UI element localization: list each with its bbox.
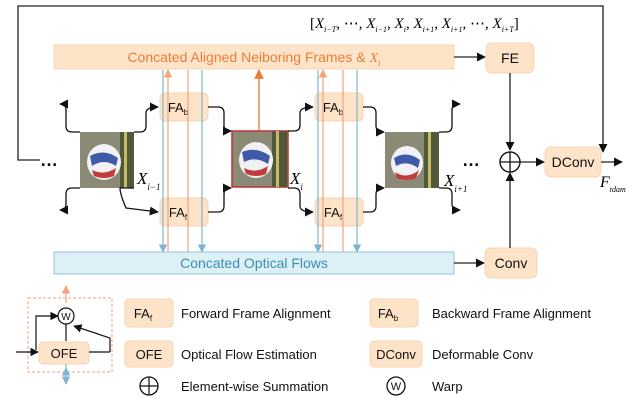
optical-flows-label: Concated Optical Flows (180, 255, 328, 271)
summation-node (499, 151, 521, 173)
frame-label-left: Xi−1 (136, 169, 160, 192)
fa-f-box-right: FAf (314, 197, 364, 227)
legend-summation: Element-wise Summation (139, 376, 328, 396)
svg-text:FAb: FAb (168, 100, 189, 117)
frame-left-image (80, 132, 134, 188)
svg-text:FAf: FAf (134, 306, 153, 323)
top-sequence: [Xi−T, ⋯, Xi−1, Xi, Xi+1, Xi+1, ⋯, Xi+T] (310, 16, 519, 34)
svg-text:DConv: DConv (376, 347, 416, 362)
output-label: Ftdam (599, 174, 626, 194)
legend-fa-b: FAb Backward Frame Alignment (369, 298, 591, 328)
svg-text:FAb: FAb (378, 306, 399, 323)
frame-right-image (385, 132, 439, 188)
conv-box (484, 247, 538, 279)
svg-text:FAf: FAf (169, 205, 188, 222)
top-loop-line (17, 5, 608, 161)
ellipsis-left: … (40, 150, 58, 170)
ellipsis-right: … (462, 150, 480, 170)
frame-center-image (231, 130, 289, 188)
legend-warp: W Warp (386, 376, 463, 396)
legend-ofe: OFE Optical Flow Estimation (124, 340, 317, 368)
svg-text:W: W (61, 312, 71, 323)
fa-f-box-left: FAf (159, 197, 209, 227)
frame-label-right: Xi+1 (443, 171, 467, 194)
svg-text:Backward Frame Alignment: Backward Frame Alignment (432, 306, 591, 321)
dconv-label: DConv (552, 154, 595, 170)
svg-text:OFE: OFE (136, 347, 163, 362)
fa-b-box-left: FAb (159, 92, 209, 122)
svg-text:Warp: Warp (432, 379, 463, 394)
legend-fa-f: FAf Forward Frame Alignment (124, 298, 331, 328)
svg-text:Deformable Conv: Deformable Conv (432, 347, 534, 362)
svg-text:FAf: FAf (324, 205, 343, 222)
fe-label: FE (501, 50, 519, 66)
legend-ofe-diagram: W OFE (16, 285, 113, 385)
svg-text:W: W (391, 381, 402, 393)
svg-text:Element-wise Summation: Element-wise Summation (181, 379, 328, 394)
svg-text:OFE: OFE (51, 346, 78, 361)
svg-text:Forward Frame Alignment: Forward Frame Alignment (181, 306, 331, 321)
svg-text:FAb: FAb (323, 100, 344, 117)
conv-label: Conv (495, 255, 528, 271)
concat-frames-label: Concated Aligned Neiboring Frames & Xi (127, 49, 381, 68)
frame-label-center: Xi (289, 169, 303, 192)
legend-dconv: DConv Deformable Conv (369, 340, 534, 368)
fa-b-box-right: FAb (314, 92, 364, 122)
svg-text:Optical Flow Estimation: Optical Flow Estimation (181, 347, 317, 362)
connector-arrows (59, 99, 461, 217)
